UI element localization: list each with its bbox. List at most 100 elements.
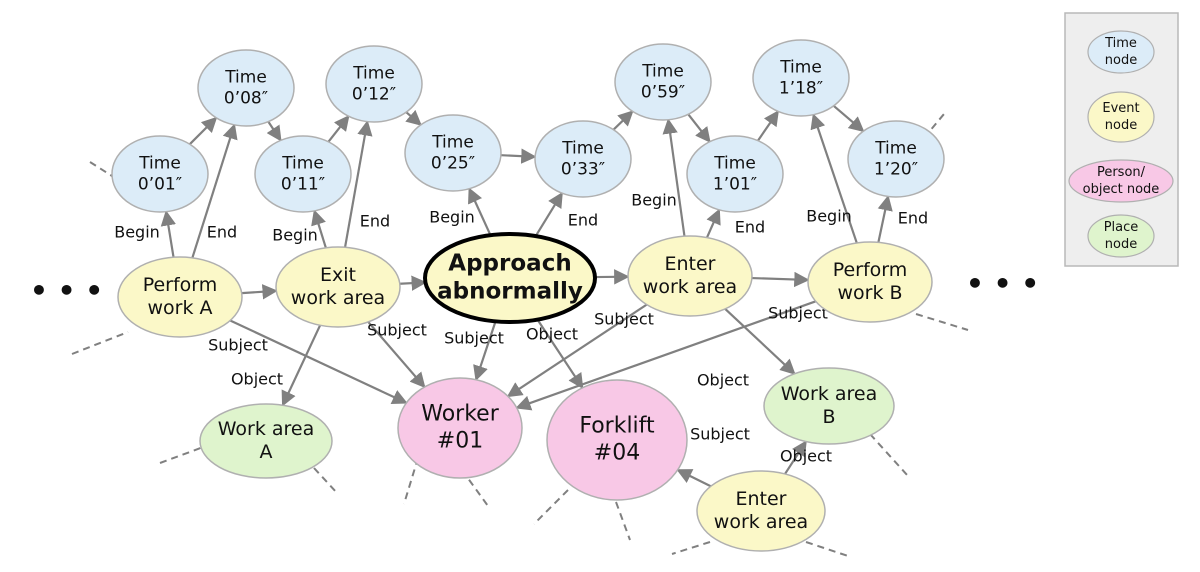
edge-performB-to-t120 xyxy=(877,194,893,243)
edge-performA-to-t008 xyxy=(191,123,238,259)
node-shape xyxy=(111,135,209,213)
node-shape xyxy=(752,39,850,117)
node-shape xyxy=(325,45,423,123)
node-shape xyxy=(763,367,895,445)
node-label-line: work area xyxy=(714,511,808,533)
node-label-line: B xyxy=(822,406,835,428)
edge-label-begin: Begin xyxy=(429,208,475,227)
node-label-line: 0’08″ xyxy=(224,88,268,108)
node-layer: Time0’01″Time0’08″Time0’11″Time0’12″Time… xyxy=(111,39,945,552)
legend-label-line: Person/ xyxy=(1097,165,1146,180)
node-label-line: 1’20″ xyxy=(874,159,918,179)
node-shape xyxy=(397,377,523,479)
edge-label-object: Object xyxy=(231,370,283,389)
edge-t025-to-t033 xyxy=(500,148,537,164)
edge-label-begin: Begin xyxy=(272,226,318,245)
edge-exit-to-worker xyxy=(367,321,426,389)
node-label-line: A xyxy=(260,441,273,463)
node-label-line: Worker xyxy=(421,402,499,427)
edge-approach-to-forklift xyxy=(536,319,584,390)
edge-label-subject: Subject xyxy=(768,304,828,323)
node-label-line: Work area xyxy=(781,383,878,405)
node-shape xyxy=(847,120,945,198)
legend-swatch xyxy=(1068,159,1174,203)
node-label-line: Time xyxy=(352,64,395,84)
edge-label-subject: Subject xyxy=(690,425,750,444)
edge-exit-to-approach xyxy=(399,275,427,291)
edge-exit-to-t011 xyxy=(311,209,327,249)
edge-approach-to-t025 xyxy=(468,187,492,236)
legend-label-line: Place xyxy=(1104,220,1139,235)
node-label-line: 1’01″ xyxy=(713,174,757,194)
edge-label-begin: Begin xyxy=(631,191,677,210)
node-shape xyxy=(404,114,502,192)
edge-exit-to-areaA xyxy=(281,324,322,407)
edge-label-end: End xyxy=(568,211,598,230)
edge-t118-to-t120 xyxy=(832,105,865,133)
node-label-line: Time xyxy=(779,58,822,78)
edge-enter2-to-areaB xyxy=(784,440,807,475)
node-label-line: Perform xyxy=(833,259,908,281)
edge-label-subject: Subject xyxy=(208,336,268,355)
node-label-line: 0’11″ xyxy=(281,174,325,194)
edge-performB-to-t118 xyxy=(810,113,858,244)
dashed-continuation-lines xyxy=(71,113,969,557)
edge-label-object: Object xyxy=(526,325,578,344)
node-label-line: Work area xyxy=(218,418,315,440)
edge-t008-to-t011 xyxy=(266,121,282,142)
node-shape xyxy=(117,256,243,338)
node-label-line: Forklift xyxy=(579,414,655,439)
edge-label-end: End xyxy=(207,223,237,242)
node-label-line: Perform xyxy=(143,274,218,296)
node-shape xyxy=(197,49,295,127)
right-ellipsis: • • • xyxy=(966,267,1039,300)
node-label-line: work area xyxy=(643,276,737,298)
node-label-line: 0’59″ xyxy=(641,82,685,102)
edge-performA-to-worker xyxy=(229,319,408,405)
node-shape xyxy=(275,246,401,328)
edge-label-end: End xyxy=(898,209,928,228)
node-shape xyxy=(534,120,632,198)
node-shape xyxy=(546,379,688,501)
edge-enter1-to-areaB xyxy=(724,308,796,375)
legend-label-line: Time xyxy=(1104,36,1137,51)
node-shape xyxy=(696,470,826,552)
node-shape xyxy=(807,241,933,323)
edge-label-end: End xyxy=(735,218,765,237)
node-label-line: abnormally xyxy=(437,279,583,305)
edge-label-subject: Subject xyxy=(367,321,427,340)
node-label-line: Approach xyxy=(448,250,571,276)
node-label-line: Time xyxy=(431,133,474,153)
legend-label-line: node xyxy=(1105,118,1137,133)
edge-label-subject: Subject xyxy=(444,329,504,348)
edge-t011-to-t012 xyxy=(327,115,350,143)
node-shape xyxy=(627,235,753,317)
person-node-worker: Worker#01 xyxy=(397,377,523,479)
node-shape xyxy=(254,135,352,213)
node-shape xyxy=(614,43,712,121)
edge-exit-to-t012 xyxy=(343,120,373,248)
node-label-line: Enter xyxy=(736,488,787,510)
edge-t059-to-t101 xyxy=(687,113,711,143)
node-label-line: Time xyxy=(641,62,684,82)
edge-enter2-to-forklift xyxy=(676,468,712,488)
edge-approach-to-t033 xyxy=(534,191,563,237)
node-label-line: Time xyxy=(224,68,267,88)
node-label-line: 0’25″ xyxy=(431,153,475,173)
edge-approach-to-worker xyxy=(473,321,497,382)
node-label-line: Exit xyxy=(320,264,356,286)
legend-swatch xyxy=(1087,30,1155,74)
node-label-line: #04 xyxy=(594,440,640,465)
